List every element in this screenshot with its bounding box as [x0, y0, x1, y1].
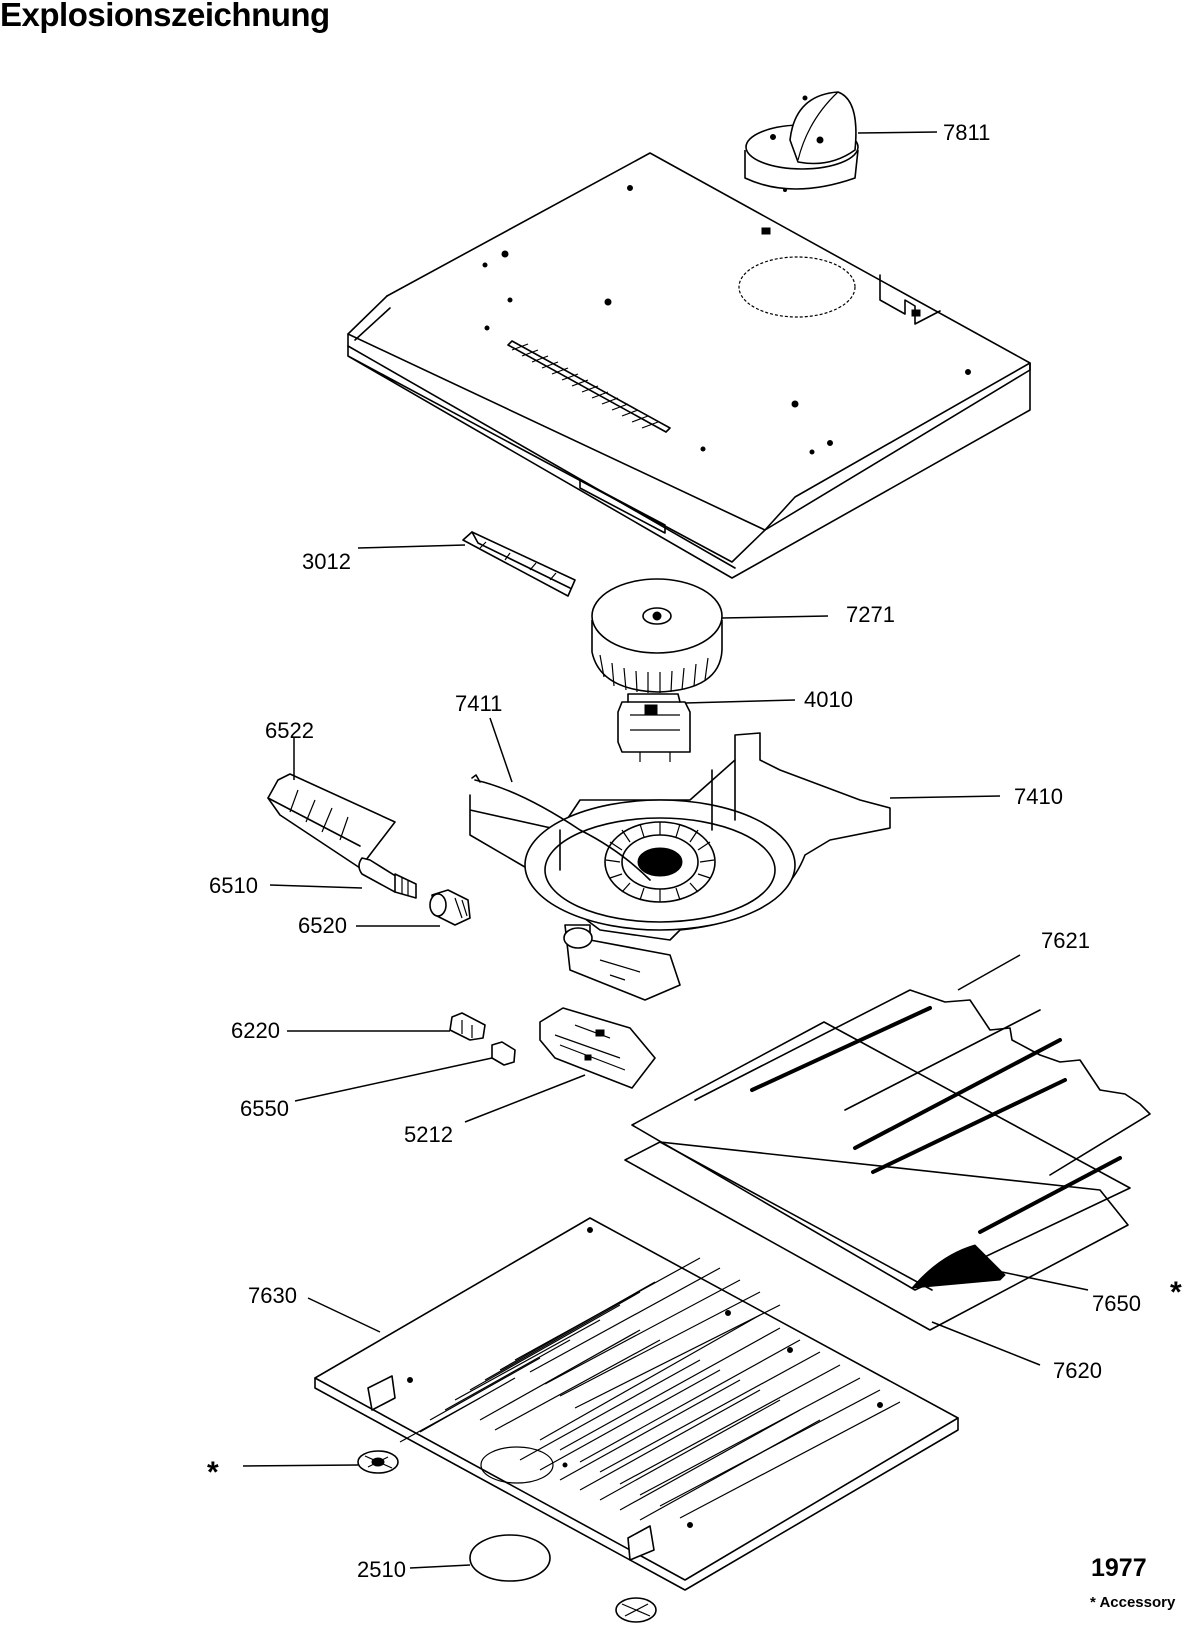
part-3012-switch-bracket — [462, 531, 576, 597]
label-7630: 7630 — [248, 1283, 297, 1308]
accessory-note: * Accessory — [1090, 1594, 1176, 1611]
label-6550: 6550 — [240, 1096, 289, 1121]
accessory-clip-bottom — [615, 1597, 657, 1623]
part-6510-lamp — [358, 857, 417, 899]
label-7621: 7621 — [1041, 928, 1090, 953]
label-6520: 6520 — [298, 913, 347, 938]
part-7650-accessory — [910, 1244, 1006, 1289]
label-2510: 2510 — [357, 1557, 406, 1582]
part-6220-switch — [449, 1012, 486, 1041]
label-7271: 7271 — [846, 602, 895, 627]
accessory-clip-left — [357, 1450, 399, 1474]
leader-lines — [242, 131, 1089, 1569]
drawing-code: 1977 — [1091, 1554, 1147, 1582]
part-4010-motor — [617, 693, 691, 762]
label-6522: 6522 — [265, 718, 314, 743]
label-6220: 6220 — [231, 1018, 280, 1043]
label-3012: 3012 — [302, 549, 351, 574]
accessory-mark-7650: * — [1170, 1276, 1182, 1309]
label-7410: 7410 — [1014, 784, 1063, 809]
part-6520-lamp-holder — [429, 889, 471, 926]
part-7410-fan-housing — [469, 732, 891, 1001]
label-6510: 6510 — [209, 873, 258, 898]
part-7811-duct-connector — [744, 91, 859, 192]
part-5212-circuit-board — [539, 1007, 656, 1089]
part-2510-cover-cap — [469, 1534, 551, 1582]
label-4010: 4010 — [804, 687, 853, 712]
drawing-title: Explosionszeichnung — [0, 0, 330, 33]
part-7620-filter-mats — [624, 1021, 1131, 1331]
part-6522-light-cover — [267, 773, 396, 869]
label-7650: 7650 — [1092, 1291, 1141, 1316]
hood-body — [347, 152, 1031, 579]
label-7811: 7811 — [943, 120, 991, 145]
part-7630-metal-filter — [314, 1217, 959, 1591]
label-5212: 5212 — [404, 1122, 453, 1147]
part-6550-knob — [491, 1041, 516, 1066]
part-7271-fan-impeller — [591, 578, 723, 693]
label-7411: 7411 — [455, 691, 503, 716]
filter-slots — [399, 1257, 901, 1521]
part-7411-cable — [471, 774, 651, 881]
hood-vent-slots — [507, 340, 671, 433]
part-7621-filter-sheets — [694, 989, 1151, 1234]
label-7620: 7620 — [1053, 1358, 1102, 1383]
accessory-mark-left: * — [207, 1456, 219, 1489]
